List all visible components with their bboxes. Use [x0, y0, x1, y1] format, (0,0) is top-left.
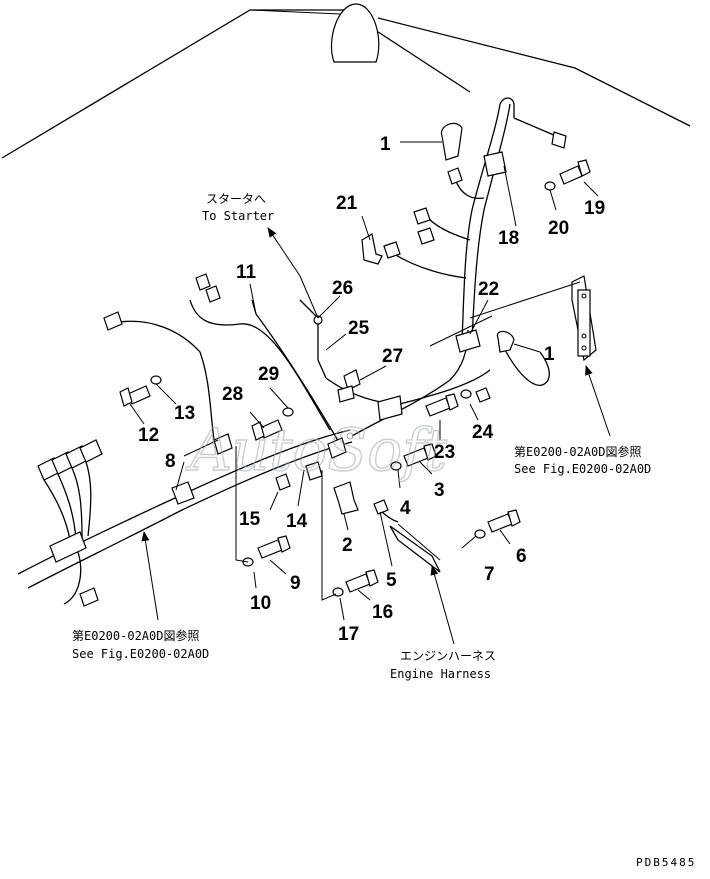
callout-25: 25 [348, 318, 370, 339]
cab-outline [1, 9, 691, 159]
note-to-starter-jp: スタータへ [206, 192, 266, 206]
callout-9: 9 [290, 573, 301, 594]
callout-18: 18 [498, 228, 519, 249]
upper-left-branches [103, 273, 401, 445]
callout-3: 3 [434, 480, 445, 501]
note-ref-right-jp: 第E0200-02A0D図参照 [514, 444, 641, 459]
upper-right-branches [383, 117, 567, 279]
callout-19: 19 [584, 198, 605, 219]
note-to-starter-en: To Starter [202, 209, 274, 223]
note-ref-left-en: See Fig.E0200-02A0D [72, 647, 209, 661]
callout-1-upper: 1 [380, 134, 391, 155]
reference-arrows [141, 227, 611, 645]
left-connector-cluster [37, 439, 103, 607]
callout-24: 24 [472, 422, 494, 443]
callout-27: 27 [382, 346, 403, 367]
callout-21: 21 [336, 193, 358, 214]
callout-15: 15 [239, 509, 261, 530]
note-ref-left-jp: 第E0200-02A0D図参照 [72, 628, 199, 643]
callout-2: 2 [342, 535, 353, 556]
callout-22: 22 [478, 279, 499, 300]
callout-10: 10 [250, 593, 271, 614]
callout-23: 23 [434, 442, 455, 463]
callout-28: 28 [222, 384, 243, 405]
page-code: PDB5485 [636, 856, 696, 869]
callout-6: 6 [516, 546, 527, 567]
dome-lamp [330, 3, 380, 63]
watermark: AutoSoft [185, 416, 448, 484]
callout-17: 17 [338, 624, 359, 645]
callout-7: 7 [484, 564, 495, 585]
fasteners [119, 159, 591, 597]
notes: スタータへ To Starter 第E0200-02A0D図参照 See Fig… [72, 192, 696, 869]
main-harness [17, 97, 515, 589]
leader-lines [129, 141, 599, 621]
engine-harness [373, 499, 441, 573]
callout-4: 4 [400, 498, 411, 519]
callout-20: 20 [548, 218, 569, 239]
callout-12: 12 [138, 425, 159, 446]
callouts: 1 1 2 3 4 5 6 7 8 9 10 11 12 13 14 15 16… [138, 134, 605, 645]
right-bracket [571, 275, 597, 362]
callout-26: 26 [332, 278, 353, 299]
note-engine-harness-en: Engine Harness [390, 667, 491, 681]
callout-29: 29 [258, 364, 279, 385]
callout-16: 16 [372, 602, 393, 623]
callout-11: 11 [236, 262, 257, 283]
note-ref-right-en: See Fig.E0200-02A0D [514, 462, 651, 476]
clamps [171, 329, 481, 505]
note-engine-harness-jp: エンジンハーネス [400, 649, 496, 663]
watermark-dot [346, 432, 354, 440]
callout-13: 13 [174, 403, 195, 424]
battery-cable [399, 330, 550, 405]
callout-1-lower: 1 [544, 344, 555, 365]
callout-8: 8 [165, 451, 176, 472]
callout-5: 5 [386, 570, 397, 591]
callout-14: 14 [286, 511, 308, 532]
